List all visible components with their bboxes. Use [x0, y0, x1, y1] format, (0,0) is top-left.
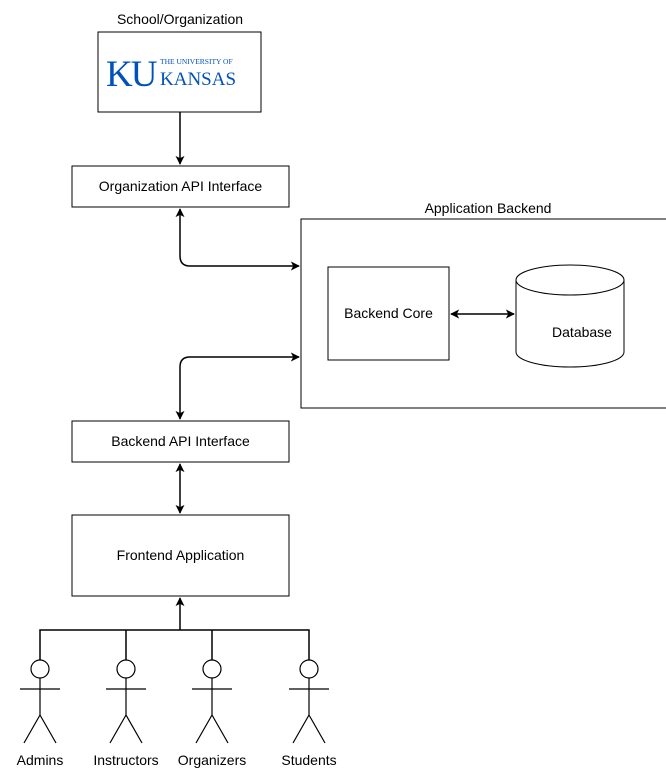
logo-mark: KU	[106, 54, 157, 95]
actor-organizers-label: Organizers	[178, 752, 246, 768]
database-label: Database	[552, 324, 612, 340]
actor-instructors-icon	[106, 659, 146, 744]
actor-instructors-label: Instructors	[93, 752, 158, 768]
actor-students-icon	[289, 659, 329, 744]
application-backend-label: Application Backend	[425, 200, 552, 216]
organization-api-interface-label: Organization API Interface	[99, 178, 263, 194]
edge-backend-to-backend-api	[175, 352, 300, 420]
backend-api-interface-box	[71, 420, 290, 463]
actor-students-label: Students	[281, 752, 336, 768]
university-logo: KU THE UNIVERSITY OF KANSAS	[106, 54, 236, 95]
edge-users-bus	[39, 629, 310, 660]
actor-admins-label: Admins	[17, 752, 64, 768]
backend-core-label: Backend Core	[344, 305, 433, 321]
actor-admins-icon	[20, 659, 60, 744]
school-organization-box: KU THE UNIVERSITY OF KANSAS	[97, 31, 262, 113]
actor-organizers-icon	[192, 659, 232, 744]
backend-api-interface-label: Backend API Interface	[111, 433, 250, 449]
frontend-application-box	[71, 514, 290, 597]
frontend-application-label: Frontend Application	[117, 547, 245, 563]
logo-line-2: KANSAS	[160, 69, 236, 90]
backend-core-box	[327, 266, 450, 361]
logo-line-1: THE UNIVERSITY OF	[160, 57, 233, 66]
organization-api-interface-box	[71, 165, 290, 208]
school-organization-label: School/Organization	[117, 11, 243, 27]
database-cylinder	[515, 264, 625, 368]
edge-org-api-to-backend	[175, 208, 300, 271]
